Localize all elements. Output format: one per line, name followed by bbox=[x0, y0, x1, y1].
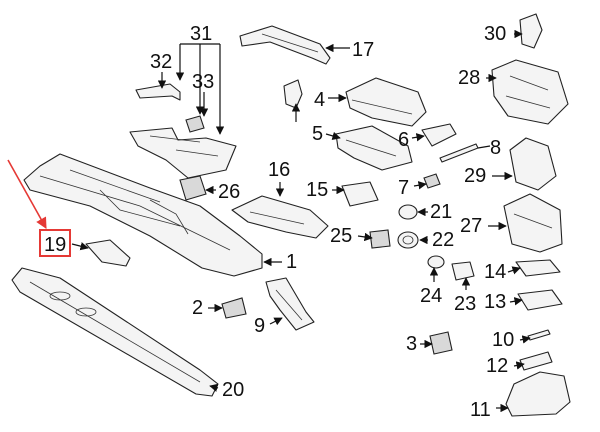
callout-4: 4 bbox=[314, 89, 325, 111]
part-1-shape bbox=[23, 153, 263, 277]
part-5-shape bbox=[335, 125, 413, 171]
callout-23: 23 bbox=[454, 293, 476, 315]
callout-7: 7 bbox=[398, 177, 409, 199]
callout-10: 10 bbox=[492, 329, 514, 351]
callout-6: 6 bbox=[398, 129, 409, 151]
callout-14: 14 bbox=[484, 261, 506, 283]
part-15-shape bbox=[341, 181, 379, 207]
part-23-shape bbox=[451, 261, 475, 281]
part-25-shape bbox=[369, 229, 391, 249]
part-19-shape bbox=[85, 239, 131, 267]
callout-21: 21 bbox=[430, 201, 452, 223]
callout-11: 11 bbox=[470, 399, 491, 421]
callout-16: 16 bbox=[268, 159, 290, 181]
part-24-shape bbox=[427, 255, 445, 269]
callout-8: 8 bbox=[490, 137, 501, 159]
callout-24: 24 bbox=[420, 285, 442, 307]
part-21-shape bbox=[398, 204, 418, 220]
callout-labels: 31 32 33 17 4 5 6 8 7 16 26 15 25 21 22 … bbox=[44, 23, 514, 421]
callout-15: 15 bbox=[306, 179, 328, 201]
part-10-shape bbox=[527, 329, 551, 341]
callout-30: 30 bbox=[484, 23, 506, 45]
callout-28: 28 bbox=[458, 67, 480, 89]
highlight-arrow bbox=[7, 159, 47, 229]
callout-32: 32 bbox=[150, 51, 172, 73]
callout-3: 3 bbox=[406, 333, 417, 355]
part-2-shape bbox=[221, 297, 247, 319]
part-7-shape bbox=[423, 173, 441, 189]
callout-12: 12 bbox=[486, 355, 508, 377]
part-12-shape bbox=[519, 351, 553, 371]
callout-19: 19 bbox=[44, 234, 66, 256]
part-32-shape bbox=[135, 83, 181, 101]
callout-20: 20 bbox=[222, 379, 244, 401]
callout-13: 13 bbox=[484, 291, 506, 313]
callout-33: 33 bbox=[192, 71, 214, 93]
part-16-shape bbox=[231, 195, 329, 239]
part-28-shape bbox=[491, 59, 569, 125]
part-4-shape bbox=[345, 77, 427, 127]
part-17-shape bbox=[239, 25, 331, 65]
callout-22: 22 bbox=[432, 229, 454, 251]
part-22-shape bbox=[397, 231, 419, 249]
part-30-shape bbox=[519, 13, 543, 49]
part-33-shape bbox=[185, 115, 205, 133]
callout-29: 29 bbox=[464, 165, 486, 187]
leader-lines bbox=[71, 29, 531, 413]
part-29-shape bbox=[509, 137, 557, 191]
callout-27: 27 bbox=[460, 215, 482, 237]
part-31-shape bbox=[129, 127, 237, 179]
callout-31: 31 bbox=[190, 23, 212, 45]
part-27-shape bbox=[503, 193, 563, 253]
part-11-shape bbox=[505, 371, 571, 417]
callout-26: 26 bbox=[218, 181, 240, 203]
part-13-shape bbox=[517, 289, 563, 311]
part-26-shape bbox=[179, 175, 207, 201]
part-6-shape bbox=[421, 123, 457, 147]
part-3-shape bbox=[429, 331, 453, 355]
part-8-shape bbox=[439, 143, 479, 163]
part-14-shape bbox=[515, 259, 561, 277]
callout-1: 1 bbox=[286, 251, 297, 273]
callout-17: 17 bbox=[352, 39, 374, 61]
callout-9: 9 bbox=[254, 315, 265, 337]
callout-2: 2 bbox=[192, 297, 203, 319]
callout-25: 25 bbox=[330, 225, 352, 247]
highlight-box bbox=[39, 229, 71, 257]
part-9-shape bbox=[265, 277, 315, 331]
part-20-shape bbox=[11, 267, 219, 397]
part-18-shape bbox=[283, 79, 303, 109]
callout-5: 5 bbox=[312, 123, 323, 145]
